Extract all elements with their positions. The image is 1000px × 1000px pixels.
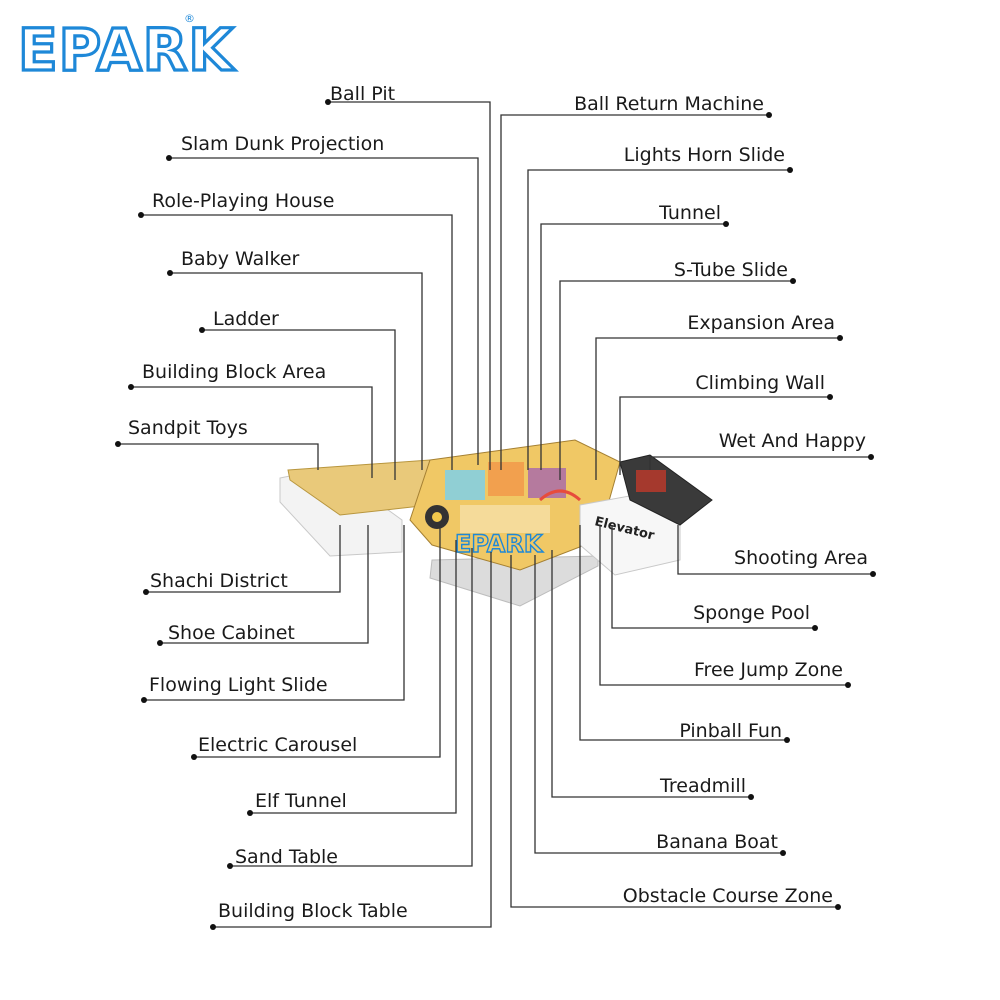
leader-dot-banana-boat xyxy=(780,850,786,856)
label-tunnel: Tunnel xyxy=(658,202,721,224)
leader-line-sandpit-toys xyxy=(118,443,319,470)
label-free-jump-zone: Free Jump Zone xyxy=(694,659,843,681)
leader-dot-ladder xyxy=(199,327,205,333)
leader-dot-lights-horn-slide xyxy=(787,167,793,173)
leader-line-climbing-wall xyxy=(619,396,830,475)
leader-dot-obstacle-course-zone xyxy=(835,904,841,910)
leader-dot-tunnel xyxy=(723,221,729,227)
leader-dot-building-block-table xyxy=(210,924,216,930)
leader-line-shooting-area xyxy=(677,525,873,575)
label-shooting-area: Shooting Area xyxy=(734,547,868,569)
label-wet-and-happy: Wet And Happy xyxy=(719,430,866,452)
label-pinball-fun: Pinball Fun xyxy=(679,720,782,742)
leader-dot-shooting-area xyxy=(870,571,876,577)
registered-mark: ® xyxy=(184,12,195,25)
structure-slide xyxy=(488,462,524,496)
leader-line-slam-dunk-projection xyxy=(169,157,479,465)
leader-line-pinball-fun xyxy=(579,525,787,741)
leader-dot-shachi-district xyxy=(143,589,149,595)
label-treadmill: Treadmill xyxy=(659,775,746,797)
label-role-playing-house: Role-Playing House xyxy=(152,190,334,212)
label-flowing-light-slide: Flowing Light Slide xyxy=(149,674,328,696)
leader-line-treadmill xyxy=(551,550,751,798)
leader-dot-sand-table xyxy=(227,863,233,869)
label-lights-horn-slide: Lights Horn Slide xyxy=(624,144,785,166)
label-building-block-table: Building Block Table xyxy=(218,900,408,922)
label-baby-walker: Baby Walker xyxy=(181,248,300,270)
carousel-center xyxy=(432,512,442,522)
leader-dot-sandpit-toys xyxy=(115,441,121,447)
leader-dot-flowing-light-slide xyxy=(141,697,147,703)
leader-line-shachi-district xyxy=(146,525,341,593)
leader-dot-sponge-pool xyxy=(812,625,818,631)
leader-line-wet-and-happy xyxy=(649,456,871,470)
label-s-tube-slide: S-Tube Slide xyxy=(674,259,788,281)
leader-dot-elf-tunnel xyxy=(247,810,253,816)
leader-dot-pinball-fun xyxy=(784,737,790,743)
label-climbing-wall: Climbing Wall xyxy=(695,372,825,394)
leader-line-expansion-area xyxy=(595,337,840,480)
label-expansion-area: Expansion Area xyxy=(687,312,835,334)
structure-arch xyxy=(538,489,582,502)
leader-dot-ball-pit xyxy=(325,99,331,105)
playground-model: Elevator EPARK xyxy=(279,439,713,607)
structure-net xyxy=(460,505,550,533)
leader-dot-s-tube-slide xyxy=(790,278,796,284)
leader-line-role-playing-house xyxy=(141,214,453,470)
leader-dot-slam-dunk-projection xyxy=(166,155,172,161)
leader-line-elf-tunnel xyxy=(250,540,457,814)
leader-dot-role-playing-house xyxy=(138,212,144,218)
leader-line-flowing-light-slide xyxy=(144,525,405,701)
shooting-structure xyxy=(636,470,666,492)
leader-line-ball-return-machine xyxy=(500,114,769,470)
leader-line-free-jump-zone xyxy=(599,525,848,686)
leader-line-baby-walker xyxy=(170,272,423,470)
leader-dot-climbing-wall xyxy=(827,394,833,400)
brand-logo: EPARK ® xyxy=(16,12,236,86)
leader-dot-shoe-cabinet xyxy=(157,640,163,646)
leader-line-sand-table xyxy=(230,548,473,867)
label-ball-return-machine: Ball Return Machine xyxy=(574,93,764,115)
label-ladder: Ladder xyxy=(213,308,279,330)
leader-line-shoe-cabinet xyxy=(160,525,369,644)
leader-dot-treadmill xyxy=(748,794,754,800)
leader-line-banana-boat xyxy=(534,555,783,854)
leader-dot-expansion-area xyxy=(837,335,843,341)
leader-dot-electric-carousel xyxy=(191,754,197,760)
leader-line-tunnel xyxy=(540,223,726,470)
leader-line-sponge-pool xyxy=(611,525,815,629)
leader-dot-wet-and-happy xyxy=(868,454,874,460)
label-building-block-area: Building Block Area xyxy=(142,361,326,383)
leader-dot-ball-return-machine xyxy=(766,112,772,118)
leader-dot-free-jump-zone xyxy=(845,682,851,688)
leader-line-lights-horn-slide xyxy=(527,169,790,470)
label-shoe-cabinet: Shoe Cabinet xyxy=(168,622,295,644)
label-elf-tunnel: Elf Tunnel xyxy=(255,790,347,812)
label-electric-carousel: Electric Carousel xyxy=(198,734,357,756)
model-logo-overlay: EPARK xyxy=(455,530,544,558)
label-ball-pit: Ball Pit xyxy=(330,83,395,105)
leader-line-ladder xyxy=(202,329,396,480)
label-sand-table: Sand Table xyxy=(235,846,338,868)
leader-line-building-block-table xyxy=(213,552,492,928)
label-slam-dunk-projection: Slam Dunk Projection xyxy=(181,133,384,155)
leader-dot-building-block-area xyxy=(128,384,134,390)
leader-dot-baby-walker xyxy=(167,270,173,276)
leader-line-electric-carousel xyxy=(194,525,441,758)
leader-line-building-block-area xyxy=(131,386,373,478)
leader-line-s-tube-slide xyxy=(559,280,793,480)
label-sandpit-toys: Sandpit Toys xyxy=(128,417,248,439)
leader-line-ball-pit xyxy=(328,101,491,470)
label-shachi-district: Shachi District xyxy=(150,570,288,592)
structure-tube xyxy=(445,470,485,500)
label-banana-boat: Banana Boat xyxy=(656,831,778,853)
logo-text: EPARK xyxy=(18,16,235,84)
label-obstacle-course-zone: Obstacle Course Zone xyxy=(623,885,833,907)
label-sponge-pool: Sponge Pool xyxy=(693,602,810,624)
leader-line-obstacle-course-zone xyxy=(510,555,838,908)
